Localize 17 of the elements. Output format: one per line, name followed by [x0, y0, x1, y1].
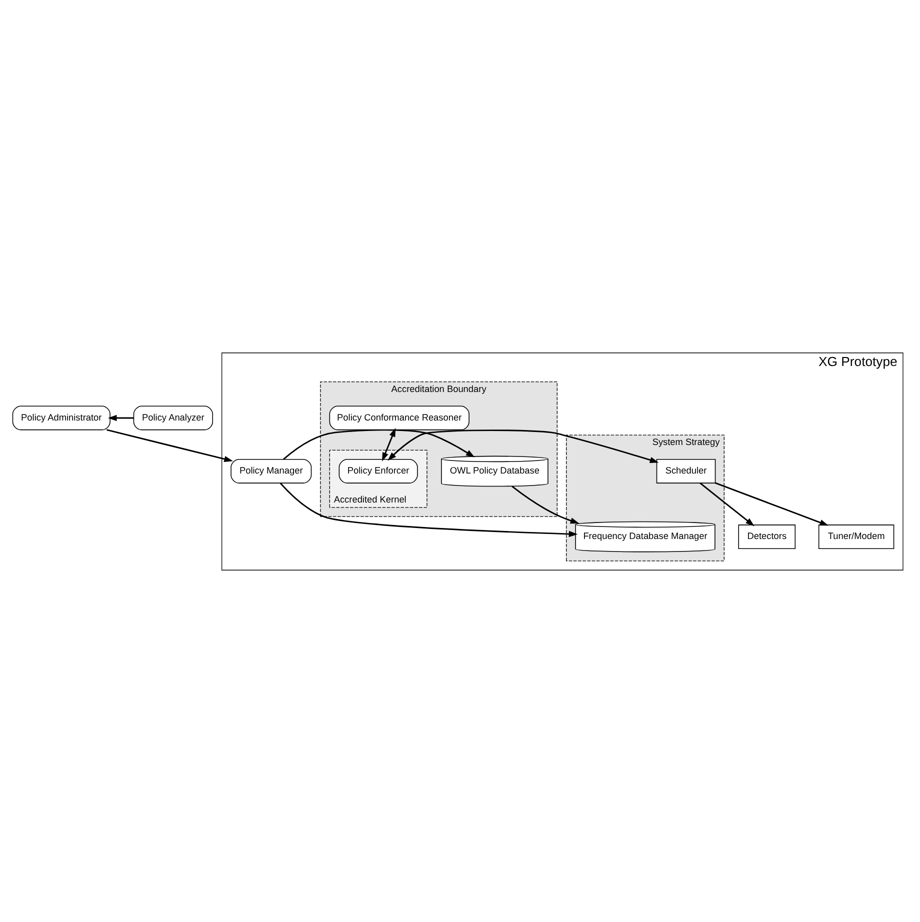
arrow [382, 427, 396, 461]
arrow [387, 429, 658, 462]
node-box: Detectors [738, 524, 796, 548]
node-box: Policy Enforcer [338, 458, 418, 483]
node-box: Policy Conformance Reasoner [328, 405, 469, 430]
node-box: Policy Analyzer [132, 405, 213, 430]
arrow [106, 428, 233, 462]
arrow [511, 485, 579, 524]
node-box: Policy Administrator [12, 405, 110, 430]
node-box: Tuner/Modem [818, 524, 894, 548]
arrow [107, 414, 133, 421]
arrow [714, 482, 828, 526]
arrow [279, 482, 578, 537]
arrow [282, 428, 474, 460]
node-box: Scheduler [656, 458, 716, 483]
node-box: Policy Manager [230, 458, 312, 483]
arrow [699, 482, 754, 526]
